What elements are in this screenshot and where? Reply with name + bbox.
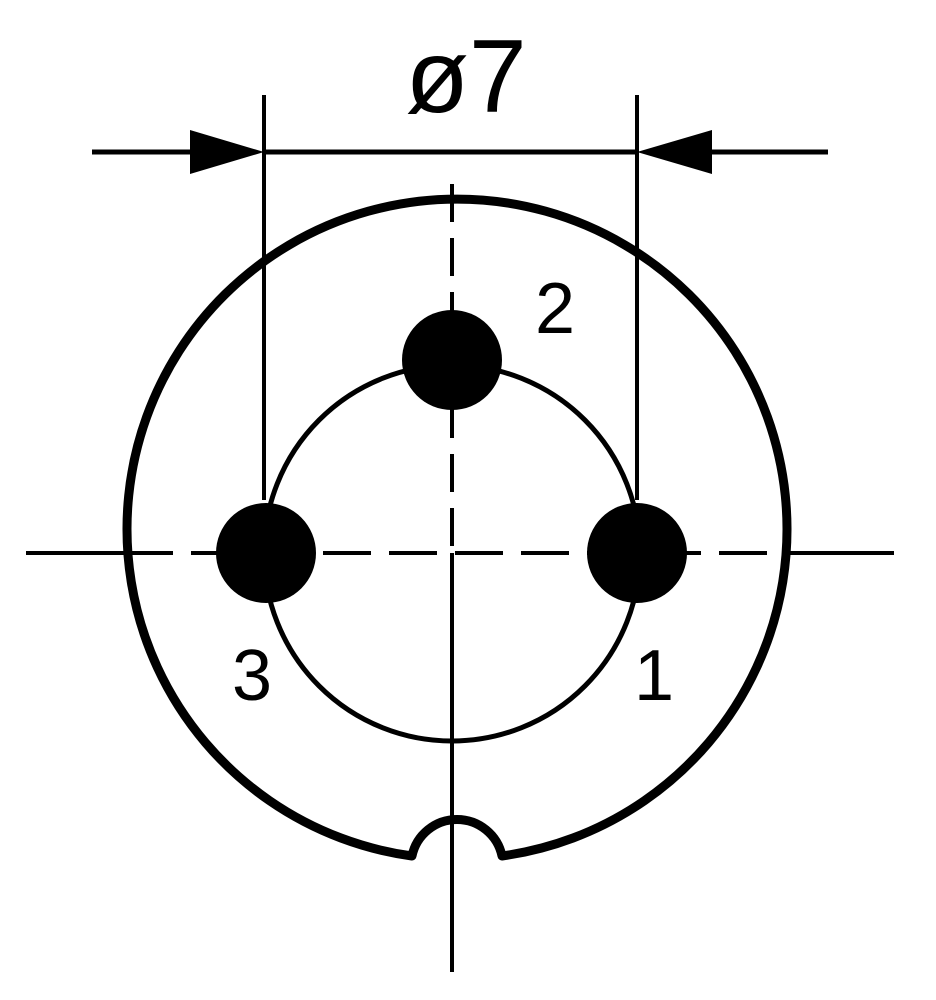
pin-3 xyxy=(216,503,316,603)
dimension-arrow-right xyxy=(637,130,712,174)
dimension-arrow-left xyxy=(190,130,264,174)
pin-2-label: 2 xyxy=(535,269,575,349)
pin-2 xyxy=(402,310,502,410)
dimension-label: ø7 xyxy=(405,19,526,135)
pin-1-label: 1 xyxy=(634,636,674,716)
pin-3-label: 3 xyxy=(232,636,272,716)
connector-outline xyxy=(122,194,792,861)
pin-1 xyxy=(587,503,687,603)
